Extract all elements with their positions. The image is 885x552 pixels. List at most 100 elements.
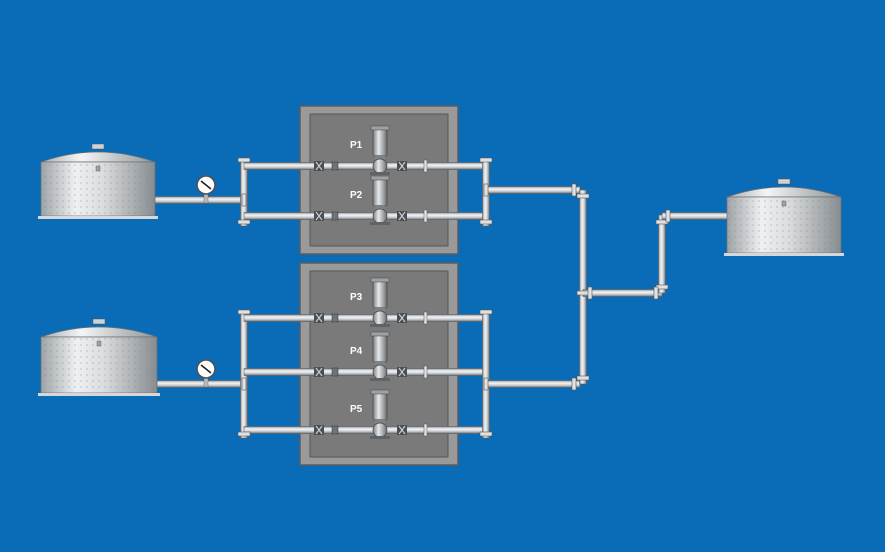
pump-base-icon <box>370 222 390 225</box>
tank-vent-icon <box>777 178 791 185</box>
gauge-needle <box>200 180 212 190</box>
discharge-pipe-upper <box>485 186 581 194</box>
pump-unit-p1[interactable]: P1 <box>314 125 428 175</box>
pressure-gauge-icon <box>196 359 216 388</box>
tank-roof <box>40 326 158 338</box>
motor-icon <box>372 279 388 309</box>
inlet-valve-symbol <box>315 313 323 323</box>
pump-unit-p2[interactable]: P2 <box>314 175 428 225</box>
tank-rivets <box>727 197 841 253</box>
coupling-icon <box>375 361 385 365</box>
gauges <box>196 175 216 388</box>
strainer-icon <box>331 161 339 171</box>
outlet-flange-icon <box>423 365 428 379</box>
riser-flange <box>576 375 590 381</box>
motor-icon <box>372 177 388 207</box>
check-valve-symbol <box>398 367 406 377</box>
strainer-icon <box>331 425 339 435</box>
pump-unit-p3[interactable]: P3 <box>314 277 428 327</box>
riser-flange <box>576 193 590 199</box>
pump-label: P3 <box>350 292 363 303</box>
coupling-icon <box>375 307 385 311</box>
tank-icon <box>38 318 160 396</box>
pump-unit-p4[interactable]: P4 <box>314 331 428 381</box>
check-valve-symbol <box>398 161 406 171</box>
inlet-valve-symbol <box>315 367 323 377</box>
motor-cap-icon <box>370 389 390 395</box>
tank-roof <box>40 151 156 163</box>
motor-cap-icon <box>370 277 390 283</box>
header-flange <box>241 193 247 207</box>
coupling-icon <box>375 419 385 423</box>
strainer-icon <box>331 313 339 323</box>
pump-label: P5 <box>350 404 363 415</box>
coupling-icon <box>375 155 385 159</box>
header-end-flange <box>479 431 493 437</box>
strainer-icon <box>331 367 339 377</box>
tank-base <box>38 216 158 219</box>
pump-casing-icon <box>372 422 388 438</box>
outlet-flange-icon <box>423 159 428 173</box>
pump-base-icon <box>370 378 390 381</box>
manhole-icon <box>781 200 787 207</box>
pump-base-icon <box>370 172 390 175</box>
motor-icon <box>372 391 388 421</box>
tank-vent-icon <box>92 318 106 325</box>
outlet-flange-icon <box>423 209 428 223</box>
header-end-flange <box>237 157 251 163</box>
branch-pipe-p3 <box>243 314 487 322</box>
header-flange <box>483 377 489 391</box>
outlet-flange-icon <box>423 423 428 437</box>
outlet-flange-icon <box>423 311 428 325</box>
header-end-flange <box>237 431 251 437</box>
tank-rivets <box>41 337 157 393</box>
pressure-gauge-icon <box>196 175 216 204</box>
motor-cap-icon <box>370 331 390 337</box>
strainer-icon <box>331 211 339 221</box>
header-end-flange <box>237 309 251 315</box>
gauge-needle <box>200 364 212 374</box>
pump-base-icon <box>370 324 390 327</box>
discharge-pipe-lower <box>485 380 581 388</box>
pump-base-icon <box>370 436 390 439</box>
pump-casing-icon <box>372 158 388 174</box>
check-valve-symbol <box>398 211 406 221</box>
pump-unit-p5[interactable]: P5 <box>314 389 428 439</box>
branch-pipe-p1 <box>243 162 487 170</box>
inlet-valve-symbol <box>315 161 323 171</box>
header-end-flange <box>479 157 493 163</box>
common-riser <box>579 189 587 385</box>
elbow-flange <box>653 286 659 300</box>
header-end-flange <box>237 219 251 225</box>
riser-flange <box>576 290 590 296</box>
pipe-network <box>154 157 733 439</box>
suction-pipe-upper <box>154 196 245 204</box>
inlet-valve-symbol <box>315 211 323 221</box>
motor-icon <box>372 127 388 157</box>
pump-label: P4 <box>350 346 363 357</box>
tank-roof <box>726 186 842 198</box>
manhole-icon <box>96 340 102 347</box>
motor-cap-icon <box>370 125 390 131</box>
header-end-flange <box>479 309 493 315</box>
branch-pipe-p4 <box>243 368 487 376</box>
motor-icon <box>372 333 388 363</box>
check-valve-symbol <box>398 313 406 323</box>
manhole-icon <box>95 165 101 172</box>
tanks <box>38 143 844 396</box>
header-end-flange <box>479 219 493 225</box>
common-outlet-pipe <box>582 289 663 297</box>
header-flange <box>483 183 489 197</box>
inlet-valve-symbol <box>315 425 323 435</box>
pump-casing-icon <box>372 310 388 326</box>
tank-base <box>724 253 844 256</box>
elbow-flange <box>665 209 671 223</box>
pump-casing-icon <box>372 208 388 224</box>
pump-casing-icon <box>372 364 388 380</box>
check-valve-symbol <box>398 425 406 435</box>
branch-pipe-p5 <box>243 426 487 434</box>
suction-pipe-lower <box>156 380 245 388</box>
elbow-flange <box>571 183 577 197</box>
outlet-riser <box>658 214 666 294</box>
